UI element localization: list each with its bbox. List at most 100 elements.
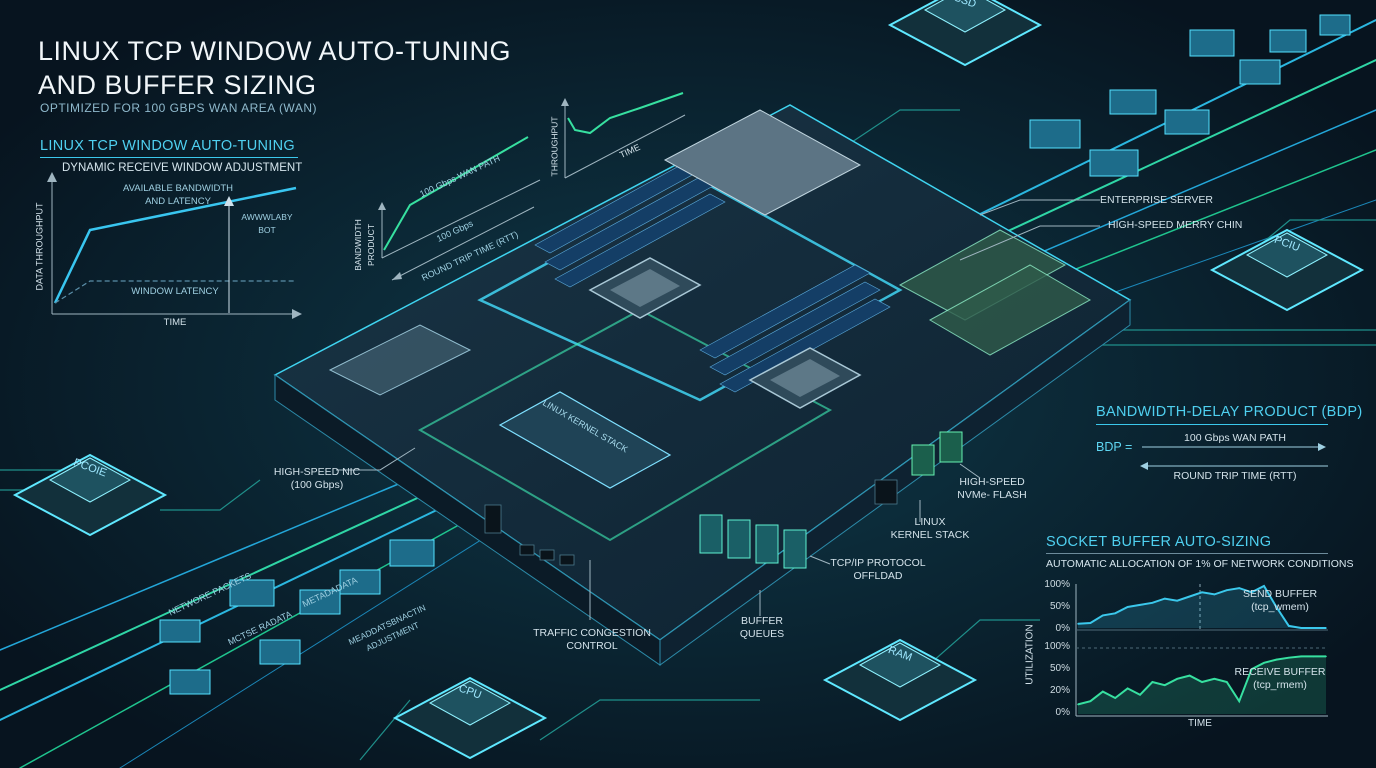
receive-buffer-point bbox=[1325, 655, 1327, 658]
send-buffer-point bbox=[1312, 627, 1315, 629]
send-buffer-point bbox=[1188, 595, 1191, 598]
send-buffer-point bbox=[1263, 585, 1265, 587]
title-line-2: AND BUFFER SIZING bbox=[38, 70, 317, 100]
send-buffer-point bbox=[1275, 606, 1278, 608]
send-buffer-point bbox=[1077, 623, 1079, 625]
receive-buffer-point bbox=[1102, 690, 1104, 693]
page-subtitle: OPTIMIZED FOR 100 GBPS WAN AREA (WAN) bbox=[40, 101, 317, 115]
send-buffer-point bbox=[1114, 612, 1116, 615]
nvme-callout: HIGH-SPEED NVMe- FLASH bbox=[942, 476, 1042, 502]
send-buffer-point bbox=[1288, 625, 1290, 627]
bdp-top-label: 100 Gbps WAN PATH bbox=[1184, 432, 1286, 444]
offload-callout-line1: TCP/IP PROTOCOL bbox=[830, 557, 926, 569]
socket-underline bbox=[1046, 553, 1328, 554]
recv-buffer-label: RECEIVE BUFFER (tcp_rmem) bbox=[1225, 666, 1335, 692]
receive-buffer-point bbox=[1312, 655, 1315, 658]
send-buffer-point bbox=[1102, 614, 1104, 617]
callout-lines bbox=[336, 199, 1100, 620]
socket-subheading: AUTOMATIC ALLOCATION OF 1% OF NETWORK CO… bbox=[1046, 558, 1354, 570]
send-buffer-point bbox=[1089, 622, 1092, 624]
receive-buffer-point bbox=[1188, 674, 1191, 677]
socket-y-label: UTILIZATION bbox=[1024, 624, 1036, 685]
receive-buffer-point bbox=[1250, 668, 1253, 670]
socket-x-label: TIME bbox=[1188, 718, 1212, 729]
socket-chart-axes bbox=[1075, 584, 1328, 717]
buffer-callout-line1: BUFFER bbox=[741, 615, 783, 627]
recv-tick-100: 100% bbox=[1044, 641, 1070, 652]
recv-buffer-line2: (tcp_rmem) bbox=[1253, 679, 1307, 691]
receive-buffer-point bbox=[1226, 681, 1228, 683]
send-buffer-point bbox=[1164, 597, 1166, 600]
chip-tops bbox=[48, 0, 1329, 726]
packet-blocks-lower bbox=[159, 539, 435, 695]
send-buffer-point bbox=[1139, 604, 1141, 606]
receive-buffer-point bbox=[1077, 703, 1079, 706]
receive-buffer-point bbox=[1151, 681, 1154, 683]
send-buffer-area bbox=[1078, 586, 1326, 628]
send-buffer-point bbox=[1176, 599, 1178, 602]
socket-heading: SOCKET BUFFER AUTO-SIZING bbox=[1046, 534, 1272, 550]
send-buffer-point bbox=[1238, 587, 1240, 589]
server-chassis bbox=[273, 104, 1132, 666]
page-title: LINUX TCP WINDOW AUTO-TUNING AND BUFFER … bbox=[38, 34, 511, 102]
receive-buffer-point bbox=[1275, 658, 1278, 661]
window-panel-heading: LINUX TCP WINDOW AUTO-TUNING bbox=[40, 138, 295, 154]
traffic-callout: TRAFFIC CONGESTION CONTROL bbox=[527, 627, 657, 653]
send-tick-100: 100% bbox=[1044, 579, 1070, 590]
recv-buffer-line1: RECEIVE BUFFER bbox=[1234, 666, 1326, 678]
receive-buffer-point bbox=[1300, 655, 1302, 658]
receive-buffer-point bbox=[1201, 681, 1203, 683]
mini-bandwidth-chart bbox=[378, 136, 541, 281]
receive-buffer-area bbox=[1078, 656, 1326, 714]
window-x-label: TIME bbox=[163, 317, 187, 328]
send-tick-50: 50% bbox=[1049, 601, 1070, 612]
send-buffer-point bbox=[1201, 591, 1203, 594]
recv-tick-20: 20% bbox=[1049, 685, 1070, 696]
receive-buffer-point bbox=[1176, 678, 1178, 680]
send-buffer-line2: (tcp_wmem) bbox=[1251, 601, 1309, 613]
receive-buffer-point bbox=[1213, 678, 1216, 680]
send-buffer-line1: SEND BUFFER bbox=[1242, 588, 1318, 600]
throughput-chart bbox=[561, 92, 686, 179]
bdp-formula: BDP = bbox=[1096, 440, 1133, 454]
memory-callout: HIGH-SPEED MERRY CHIN bbox=[1108, 219, 1243, 231]
send-buffer-series bbox=[1077, 584, 1327, 629]
send-buffer-point bbox=[1126, 606, 1129, 608]
send-buffer-point bbox=[1325, 627, 1327, 629]
receive-buffer-point bbox=[1288, 656, 1290, 659]
nic-callout-line1: HIGH-SPEED NIC bbox=[273, 466, 361, 478]
receive-buffer-point bbox=[1139, 694, 1141, 696]
window-panel-underline bbox=[40, 157, 298, 158]
receive-buffer-series bbox=[1077, 655, 1327, 714]
receive-buffer-point bbox=[1114, 697, 1116, 699]
receive-buffer-point bbox=[1089, 700, 1092, 702]
send-buffer-point bbox=[1213, 593, 1216, 596]
receive-buffer-point bbox=[1238, 700, 1240, 702]
title-line-1: LINUX TCP WINDOW AUTO-TUNING bbox=[38, 36, 512, 66]
bdp-underline bbox=[1096, 424, 1328, 425]
send-tick-0: 0% bbox=[1055, 623, 1070, 634]
bdp-heading: BANDWIDTH-DELAY PRODUCT (BDP) bbox=[1096, 404, 1363, 420]
curve-label: AVAILABLE BANDWIDTH AND LATENCY bbox=[123, 183, 233, 207]
buffer-callout-line2: QUEUES bbox=[739, 628, 785, 640]
buffer-callout: BUFFER QUEUES bbox=[722, 615, 802, 641]
nvme-callout-line2: NVMe- FLASH bbox=[957, 489, 1027, 501]
receive-buffer-point bbox=[1164, 684, 1166, 686]
kernel-callout: LINUX KERNEL STACK bbox=[880, 516, 980, 542]
send-buffer-point bbox=[1151, 602, 1154, 604]
packet-blocks-upper bbox=[1029, 14, 1351, 177]
marker-label: AWWWLABY BOT bbox=[241, 212, 293, 235]
window-y-label: DATA THROUGHPUT bbox=[34, 202, 45, 291]
traffic-callout-line1: TRAFFIC CONGESTION bbox=[533, 627, 651, 639]
baseline-label: WINDOW LATENCY bbox=[131, 286, 219, 297]
offload-callout: TCP/IP PROTOCOL OFFLDAD bbox=[818, 557, 938, 583]
send-buffer-label: SEND BUFFER (tcp_wmem) bbox=[1230, 588, 1330, 614]
throughput-y-label: THROUGHPUT bbox=[549, 116, 560, 177]
send-buffer-point bbox=[1300, 627, 1302, 629]
recv-tick-50: 50% bbox=[1049, 663, 1070, 674]
window-panel-subheading: DYNAMIC RECEIVE WINDOW ADJUSTMENT bbox=[62, 162, 303, 174]
nvme-callout-line1: HIGH-SPEED bbox=[959, 476, 1025, 488]
window-chart bbox=[47, 172, 302, 319]
traffic-callout-line2: CONTROL bbox=[566, 640, 618, 652]
